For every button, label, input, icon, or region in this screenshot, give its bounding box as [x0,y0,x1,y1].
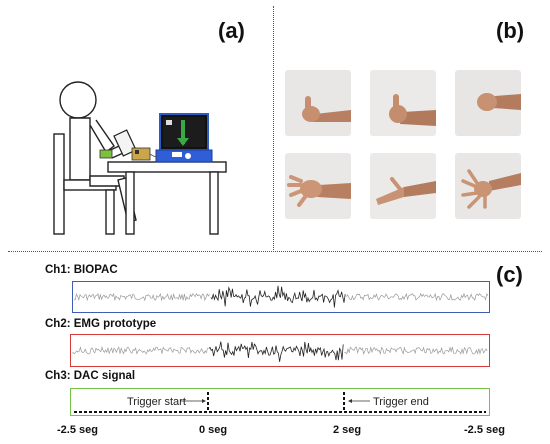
gesture-photo-thumbs-up [370,70,436,136]
channel-2-signal-box [70,334,490,367]
panel-label-a: (a) [218,18,245,43]
gesture-photo-thumb-side [285,70,351,136]
gesture-photo-flat-hand [370,153,436,219]
channel-3-signal-box [70,388,490,416]
panel-label-c: (c) [496,262,523,287]
channel-1-waveform [74,285,488,308]
vertical-divider [273,6,274,250]
channel-1-label: Ch1: BIOPAC [45,264,118,276]
time-tick-label: 2 seg [333,424,362,436]
experiment-setup-illustration [53,81,227,235]
channel-3-dac-signal [74,392,486,413]
gesture-photo-fist [455,70,521,136]
channel-2-waveform [72,341,488,362]
horizontal-divider [8,251,542,252]
time-tick-label: -2.5 seg [464,424,505,436]
channel-2-label: Ch2: EMG prototype [45,318,157,330]
trigger-start-label: Trigger start [127,396,186,408]
channel-3-label: Ch3: DAC signal [45,370,136,382]
gesture-photo-open-palm [285,153,351,219]
channel-1-signal-box [72,281,490,313]
time-tick-label: -2.5 seg [57,424,98,436]
panel-label-b: (b) [496,18,525,43]
trigger-end-label: Trigger end [373,396,429,408]
gesture-photo-spread-fingers [455,153,521,219]
time-tick-label: 0 seg [199,424,228,436]
